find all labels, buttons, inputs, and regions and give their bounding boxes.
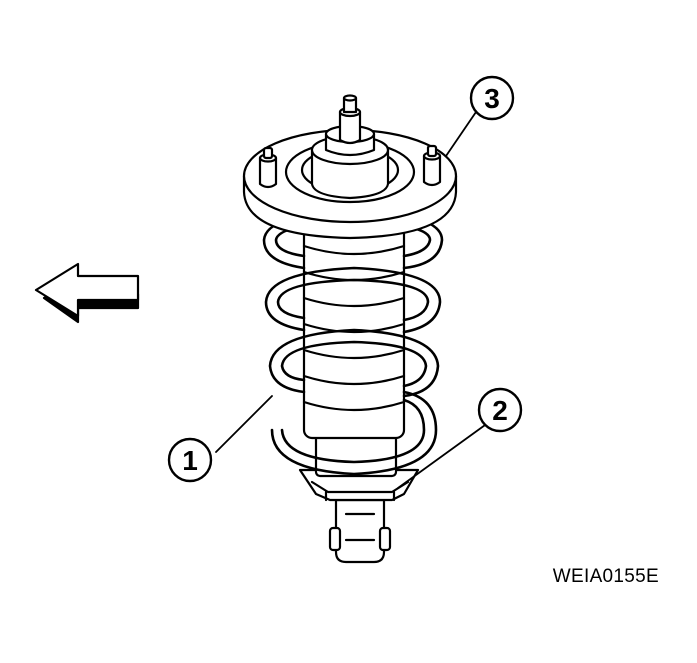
leader-line-3 (445, 111, 477, 157)
mounting-stud-left (258, 146, 278, 189)
piston-rod (338, 94, 362, 145)
leader-line-2 (397, 419, 493, 489)
callout-3-label: 3 (484, 83, 500, 114)
shock-absorber-lower-body (328, 498, 392, 564)
strut-mounting-insulator (242, 124, 458, 240)
coil-spring (262, 208, 444, 476)
mounting-stud-right (422, 144, 442, 187)
figure-reference-code: WEIA0155E (552, 566, 659, 587)
callout-1: 1 (167, 437, 213, 483)
arrow-left-icon (34, 262, 140, 324)
callout-1-label: 1 (182, 445, 198, 476)
callout-3: 3 (469, 75, 515, 121)
callout-2-label: 2 (492, 395, 508, 426)
callout-2: 2 (477, 387, 523, 433)
lower-spring-seat (298, 468, 420, 502)
leader-line-1 (215, 395, 273, 453)
